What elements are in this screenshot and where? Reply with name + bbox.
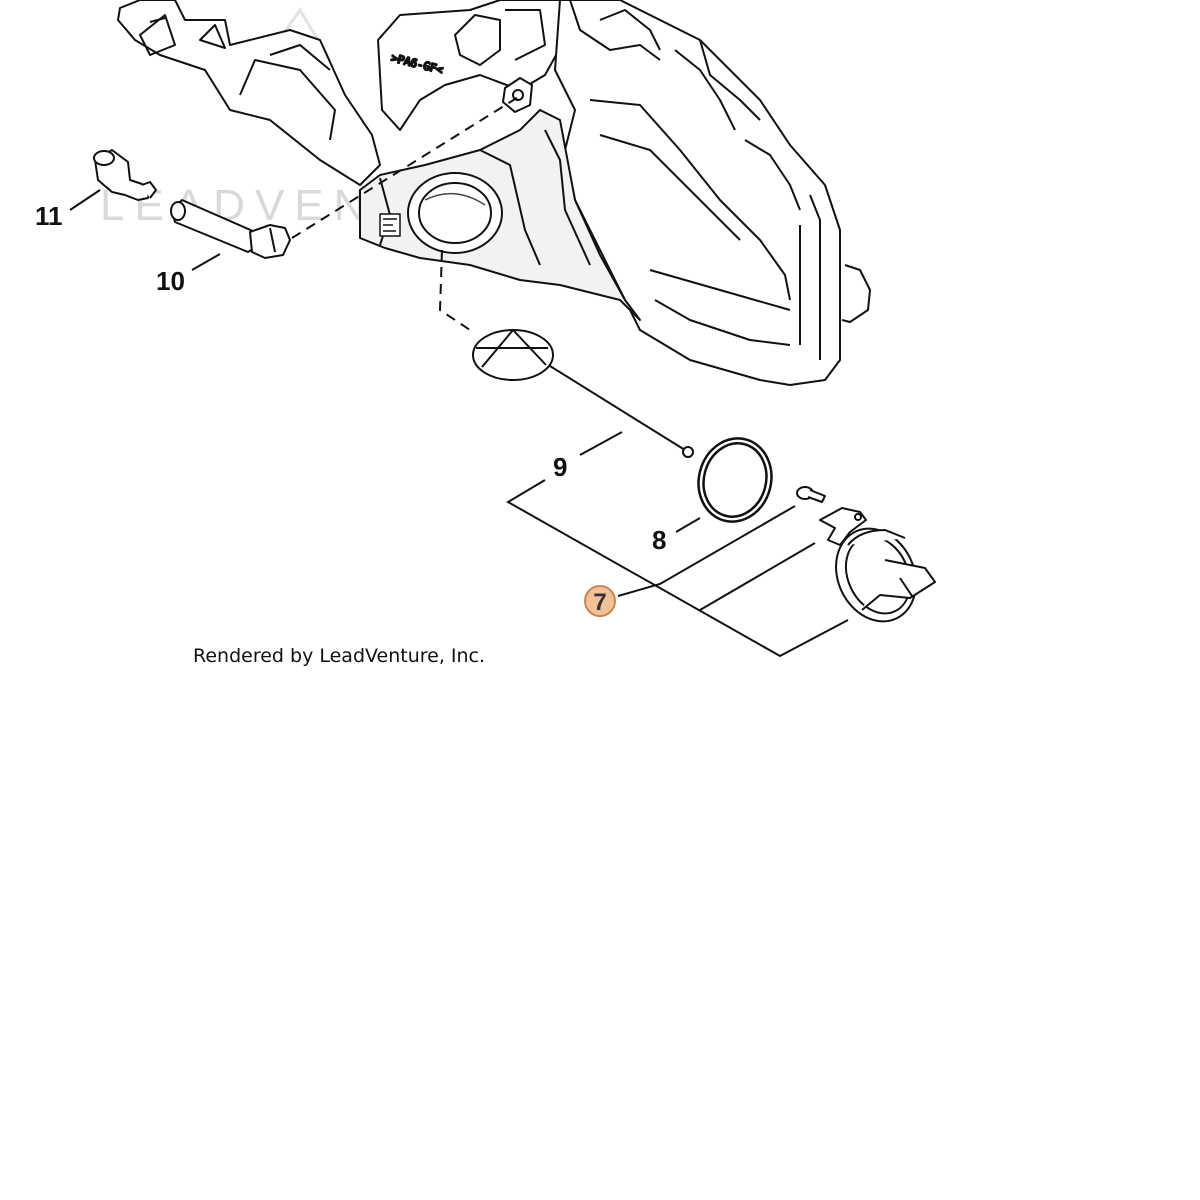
callout-labels: 11 10 9 8 7 [35,201,666,617]
part-8-o-ring [697,437,773,523]
part-9-strainer [472,328,694,458]
part-10-hose [170,199,291,259]
callout-7[interactable]: 7 [593,589,606,616]
callout-10[interactable]: 10 [156,266,185,296]
leader-lines [69,95,849,658]
part-11-fitting [93,149,157,201]
highlight-badge [584,585,616,617]
housing: >PA6-GF< [117,0,871,386]
render-credit: Rendered by LeadVenture, Inc. [193,645,485,667]
callout-8[interactable]: 8 [652,525,666,555]
part-7-cap-assembly [796,486,936,623]
callout-11[interactable]: 11 [35,201,63,231]
callout-9[interactable]: 9 [553,452,567,482]
callout-7-highlight[interactable]: 7 [584,585,616,617]
